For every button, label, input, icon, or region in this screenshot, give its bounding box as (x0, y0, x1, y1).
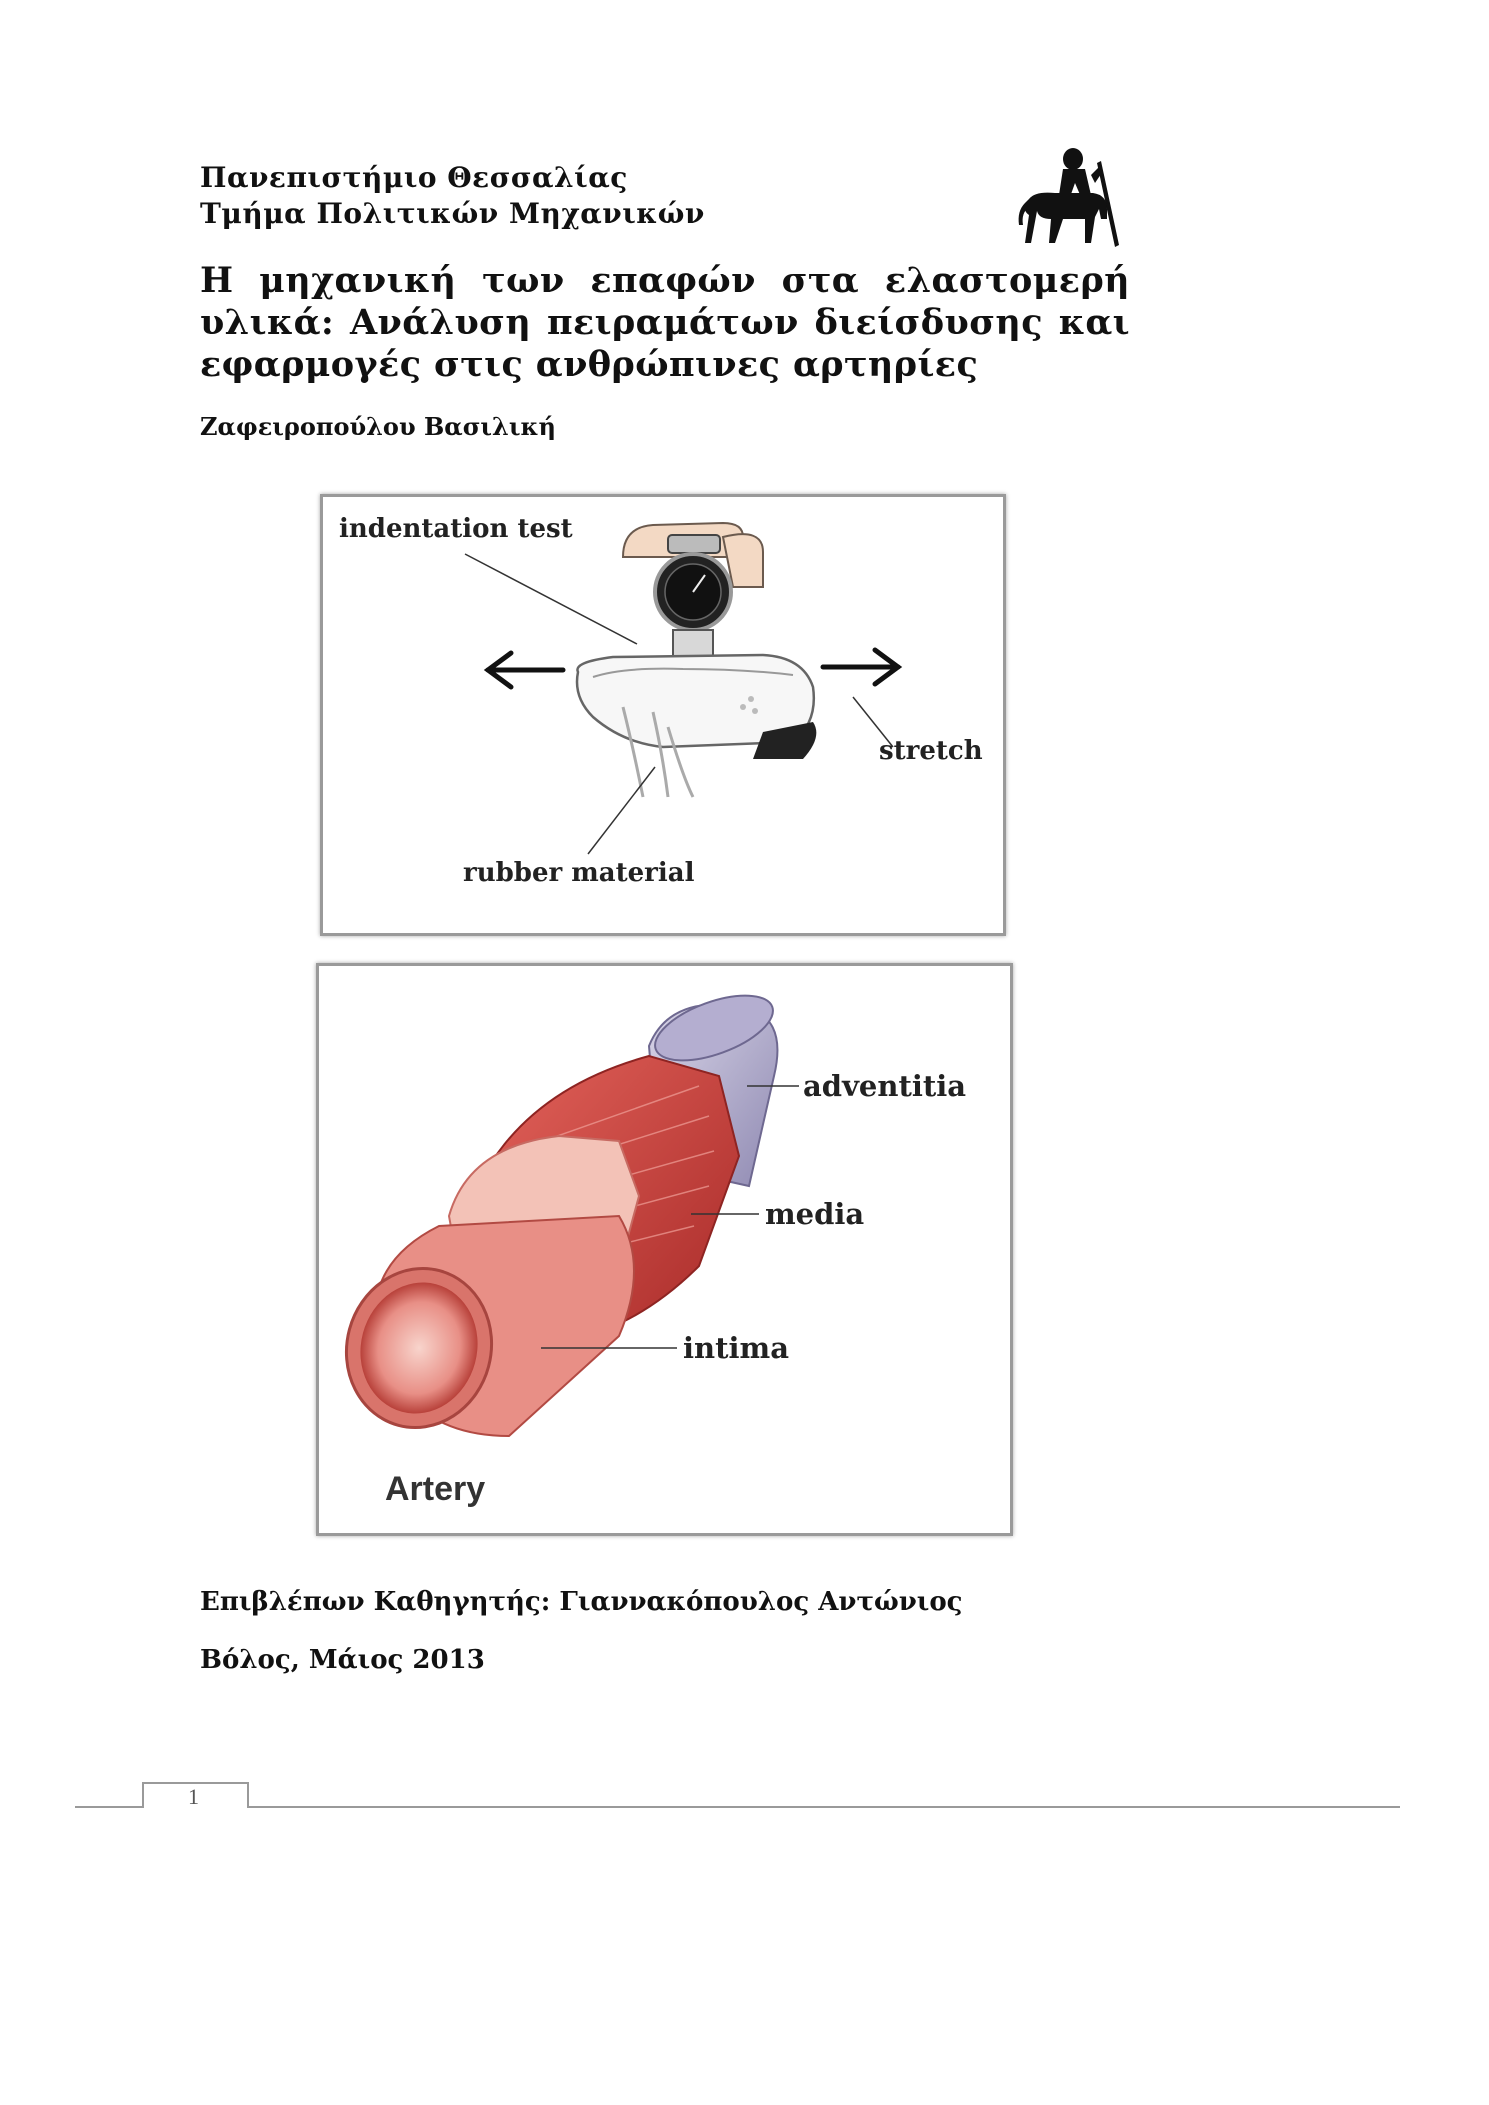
author-name: Ζαφειροπούλου Βασιλική (200, 412, 556, 441)
page-number: 1 (188, 1784, 199, 1809)
thesis-title: Η μηχανική των επαφών στα ελαστομερή υλι… (200, 260, 1130, 385)
label-media: media (765, 1197, 864, 1231)
artery-layers-figure: adventitia media intima Artery (316, 963, 1013, 1536)
university-logo-icon (1018, 148, 1119, 247)
label-adventitia: adventitia (803, 1069, 966, 1103)
supervisor-line: Επιβλέπων Καθηγητής: Γιαννακόπουλος Αντώ… (200, 1587, 963, 1617)
footer-rule (75, 1782, 1400, 1808)
label-intima: intima (683, 1331, 789, 1365)
label-artery: Artery (385, 1470, 485, 1508)
indentation-test-figure: indentation test stretch rubber material (320, 494, 1006, 936)
place-date: Βόλος, Μάιος 2013 (200, 1645, 485, 1675)
label-rubber-material: rubber material (463, 858, 695, 888)
label-indentation-test: indentation test (339, 514, 573, 544)
department-name: Τμήμα Πολιτικών Μηχανικών (200, 197, 705, 230)
label-stretch: stretch (879, 736, 983, 766)
university-name: Πανεπιστήμιο Θεσσαλίας (200, 161, 628, 194)
